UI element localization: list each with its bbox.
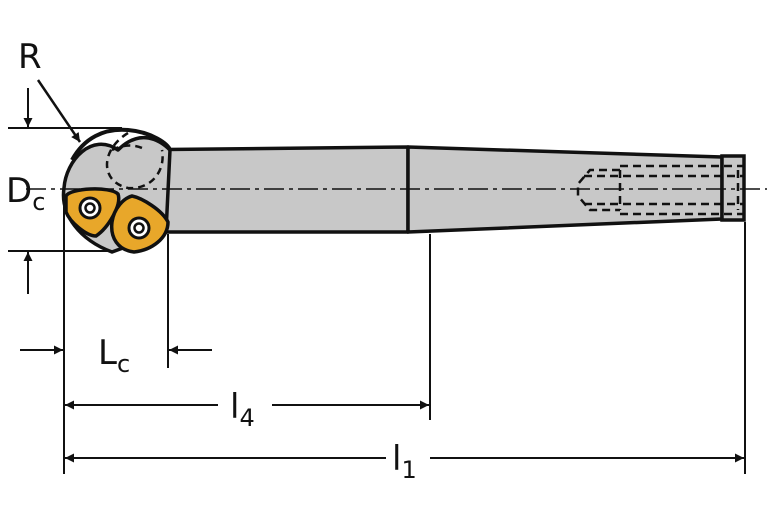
dimension-lines [8,127,746,474]
label-l4: l4 [230,387,255,432]
label-dc-sub: c [32,188,45,216]
ball-hidden-profile [105,131,164,190]
label-lc: Lc [98,333,130,378]
label-lc-main: L [98,333,117,373]
label-l4-main: l [230,387,239,427]
label-dc: Dc [6,171,45,216]
cutting-insert-right [109,194,170,254]
label-l1-main: l [392,439,401,479]
ball-hidden-chord [111,144,147,152]
label-l1: l1 [392,439,417,484]
cutting-insert-left [64,187,121,238]
label-lc-sub: c [117,350,130,378]
label-radius: R [18,37,42,77]
radius-leader [36,79,82,143]
label-dc-main: D [6,171,32,211]
tool-shank [116,145,746,234]
ball-head-top-arc [70,127,172,161]
label-l1-sub: 1 [401,456,416,484]
hidden-bore [576,164,744,216]
label-l4-sub: 4 [239,404,254,432]
